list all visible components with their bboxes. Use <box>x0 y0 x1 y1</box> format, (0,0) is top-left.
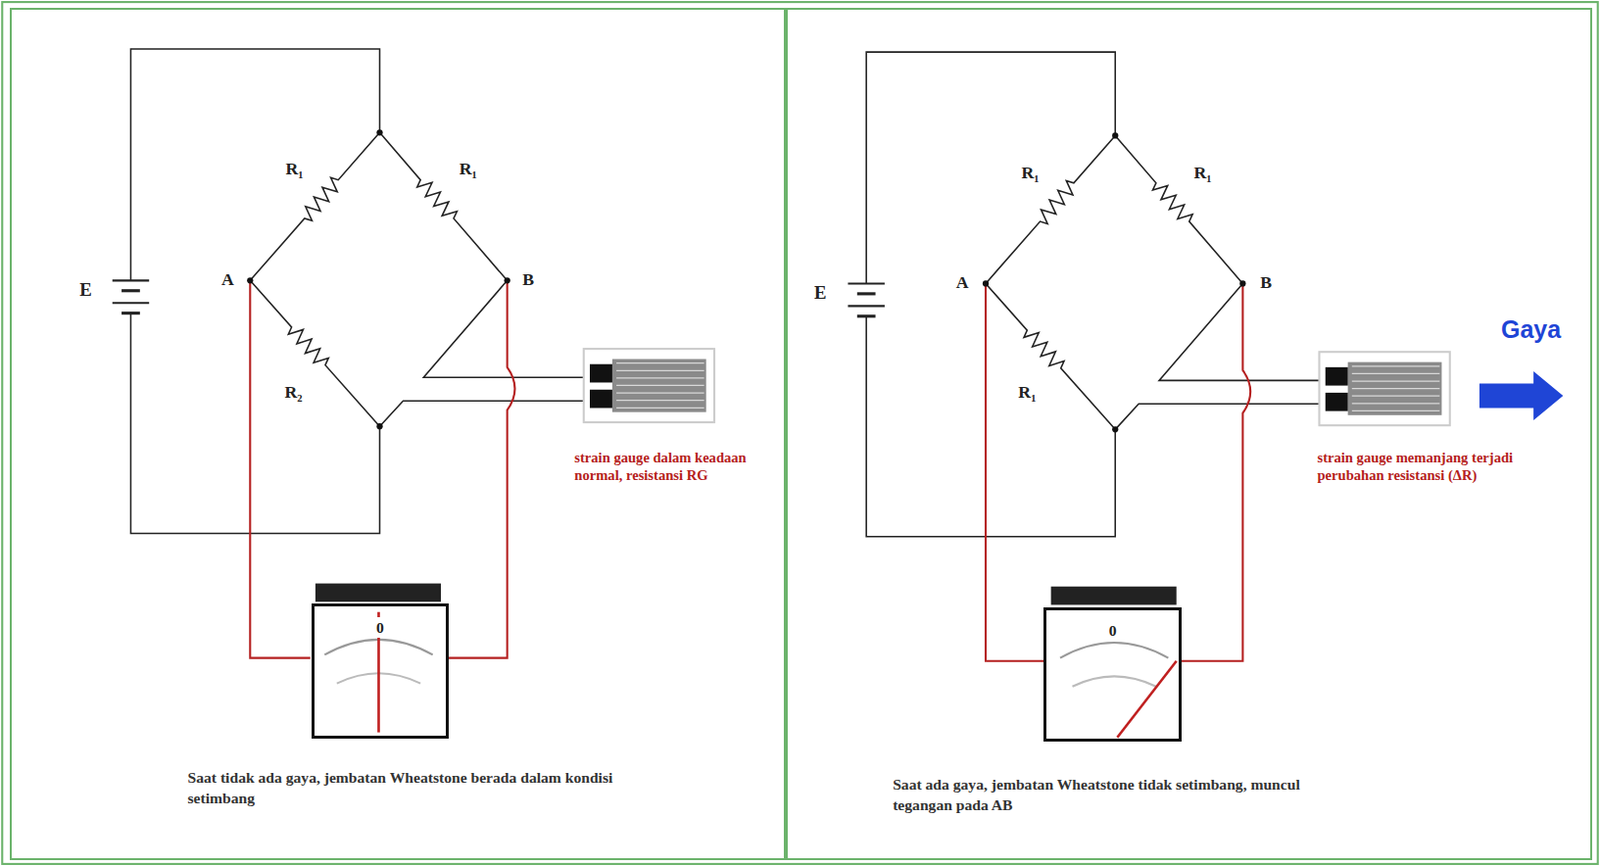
battery-plate <box>112 301 149 304</box>
battery-label: E <box>79 279 93 302</box>
battery-label: E <box>814 282 827 305</box>
node-label: A <box>956 272 970 293</box>
gauge-pad <box>1325 367 1349 387</box>
junction-dot <box>376 129 383 136</box>
gauge-trace <box>1352 395 1441 397</box>
force-arrow <box>1479 371 1563 421</box>
gauge-trace <box>1352 387 1441 389</box>
gauge-wire <box>1115 403 1325 430</box>
meter-zero: 0 <box>1106 620 1120 641</box>
galvanometer: 0 <box>311 603 450 738</box>
resistor-label: R₂ <box>285 382 303 403</box>
resistor-label: R₁ <box>1018 382 1036 403</box>
junction-dot <box>1239 280 1246 287</box>
gauge-trace <box>616 407 705 409</box>
resistor-symbol <box>985 283 1116 430</box>
meter-top <box>315 583 441 605</box>
gauge-pad <box>589 364 613 384</box>
gauge-trace <box>1352 365 1441 367</box>
gauge-trace <box>616 385 705 387</box>
gauge-pad <box>1325 392 1349 412</box>
gauge-wire <box>380 400 590 427</box>
battery-plate <box>121 311 141 315</box>
strain-gauge-backing <box>583 348 715 423</box>
resistor-symbol <box>1115 135 1243 284</box>
meter-wire <box>1180 283 1251 661</box>
gauge-trace <box>616 362 705 364</box>
node-label: B <box>522 269 534 291</box>
resistor-symbol <box>249 280 380 427</box>
battery-plate <box>847 282 884 285</box>
meter-wire <box>985 283 1047 661</box>
supply-wire <box>866 51 1116 284</box>
force-label: Gaya <box>1501 314 1561 344</box>
meter-wire <box>249 280 311 658</box>
resistor-label: R₁ <box>459 158 478 180</box>
meter-wire <box>444 280 515 658</box>
battery-plate <box>857 314 876 318</box>
strain-gauge-backing <box>1318 351 1450 426</box>
meter-scale <box>1072 676 1157 686</box>
gauge-pad <box>589 389 613 409</box>
resistor-label: R₁ <box>286 158 304 180</box>
meter-zero: 0 <box>373 617 388 638</box>
supply-wire <box>130 48 380 281</box>
panel-caption: Saat tidak ada gaya, jembatan Wheatstone… <box>188 767 637 809</box>
panel-caption: Saat ada gaya, jembatan Wheatstone tidak… <box>892 774 1362 816</box>
resistor-label: R₁ <box>1020 162 1039 184</box>
meter-face <box>1045 604 1181 738</box>
junction-dot <box>246 277 253 284</box>
meter-face <box>310 601 446 735</box>
gauge-trace <box>616 399 705 401</box>
galvanometer: 0 <box>1043 607 1182 742</box>
gauge-trace <box>1352 410 1441 412</box>
supply-wire <box>866 316 1116 537</box>
bridge-panel-right <box>847 51 1450 739</box>
gauge-trace <box>616 370 705 372</box>
battery-plate <box>857 291 876 295</box>
gauge-note: strain gauge memanjang terjadi perubahan… <box>1317 449 1568 485</box>
junction-dot <box>1112 426 1118 433</box>
bridge-panel: Saat tidak ada gaya, jembatan Wheatstone… <box>9 7 786 861</box>
junction-dot <box>1112 132 1118 139</box>
junction-dot <box>982 280 989 287</box>
bridge-panel: Saat ada gaya, jembatan Wheatstone tidak… <box>785 7 1593 861</box>
resistor-symbol <box>380 132 508 281</box>
junction-dot <box>376 423 383 430</box>
gauge-trace <box>1352 402 1441 404</box>
gauge-trace <box>1352 373 1441 375</box>
gauge-trace <box>616 391 705 393</box>
strain-gauge-grid <box>1348 362 1443 416</box>
gauge-trace <box>1352 380 1441 382</box>
meter-scale <box>1060 642 1168 659</box>
battery-plate <box>847 304 884 307</box>
meter-needle <box>1116 661 1176 738</box>
resistor-label: R₁ <box>1194 162 1213 184</box>
bridge-panel-left <box>112 48 715 736</box>
gauge-trace <box>616 377 705 379</box>
junction-dot <box>504 277 511 284</box>
gauge-note: strain gauge dalam keadaan normal, resis… <box>574 449 769 485</box>
supply-wire <box>130 313 380 534</box>
strain-gauge-grid <box>612 359 707 413</box>
meter-top <box>1051 586 1177 608</box>
node-label: A <box>221 269 235 291</box>
resistor-symbol <box>985 135 1116 284</box>
battery-plate <box>121 289 141 292</box>
node-label: B <box>1260 272 1272 293</box>
resistor-symbol <box>249 132 380 281</box>
battery-plate <box>112 279 149 282</box>
